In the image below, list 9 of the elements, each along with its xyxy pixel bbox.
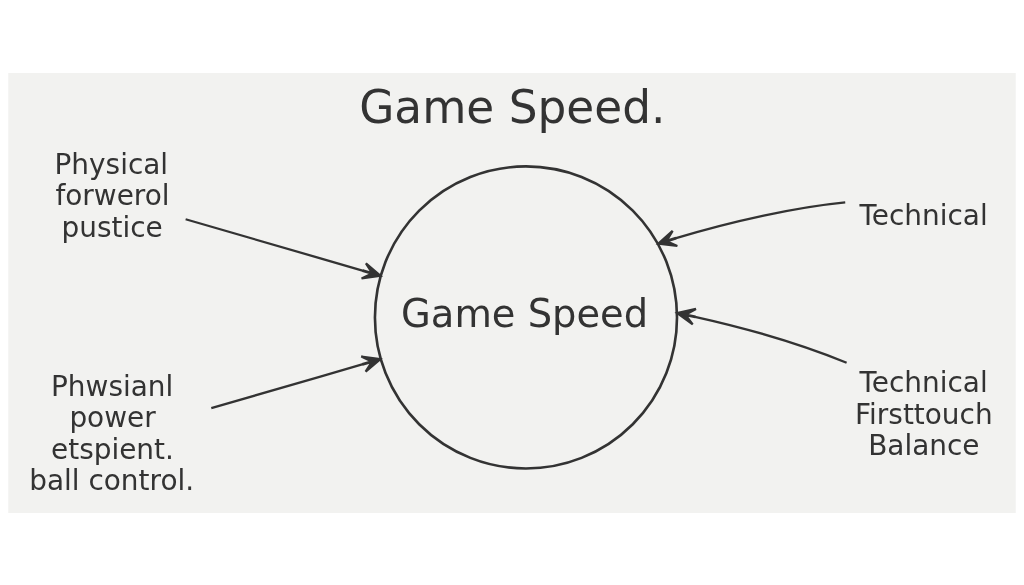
diagram-title: Game Speed.	[359, 80, 666, 134]
arrow	[185, 217, 382, 280]
node-text: Phwsianl power etspient. ball control.	[29, 369, 195, 497]
arrow	[211, 354, 382, 409]
node-text: Technical	[859, 198, 988, 232]
node-text: Physical forwerol pustice	[54, 147, 170, 244]
arrow	[676, 307, 848, 364]
arrow	[657, 200, 846, 247]
node-text: Technical Firsttouch Balance	[855, 365, 993, 462]
